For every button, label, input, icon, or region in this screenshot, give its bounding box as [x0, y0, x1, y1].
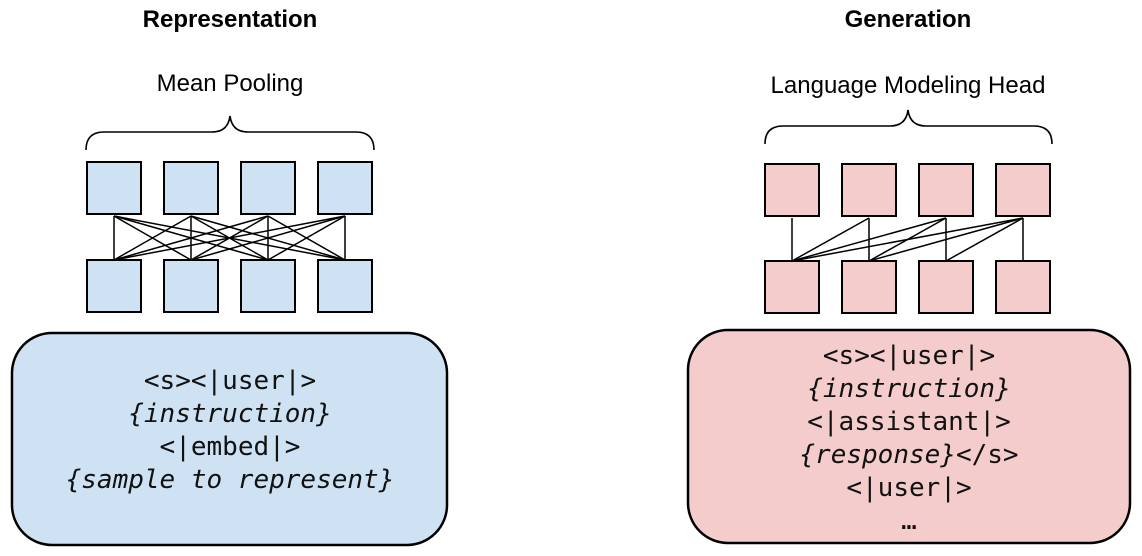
attention-edge	[791, 217, 870, 262]
prompt-line-segment: {sample to represent}	[66, 465, 395, 495]
output-token-box	[995, 163, 1051, 217]
prompt-line-segment: {response}	[799, 440, 956, 470]
attention-edge	[113, 215, 269, 261]
attention-edge	[945, 217, 1024, 262]
prompt-line-segment: <|user|>	[846, 473, 971, 503]
mean-pooling-label: Mean Pooling	[157, 70, 304, 97]
prompt-line-segment: <s><|user|>	[144, 366, 316, 396]
lm-head-label: Language Modeling Head	[771, 72, 1046, 99]
output-token-box	[240, 161, 296, 215]
generation-prompt-box	[686, 328, 1132, 545]
prompt-line-segment: <|assistant|>	[807, 407, 1011, 437]
input-token-box	[163, 259, 219, 313]
attention-edge	[868, 217, 1024, 262]
attention-edge	[267, 215, 346, 261]
generation-prompt-template: <s><|user|>{instruction}<|assistant|>{re…	[799, 341, 1018, 536]
input-token-box	[240, 259, 296, 313]
prompt-line-segment: {instruction}	[807, 374, 1011, 404]
attention-edge	[113, 215, 192, 261]
attention-edge	[190, 215, 346, 261]
representation-panel: Representation Mean Pooling <s><|user|>{…	[10, 6, 449, 547]
output-token-box	[86, 161, 142, 215]
attention-edge	[113, 215, 346, 261]
representation-prompt-template: <s><|user|>{instruction}<|embed|>{sample…	[66, 366, 395, 495]
prompt-line-segment: <|embed|>	[160, 432, 301, 462]
output-token-box	[918, 163, 974, 217]
right-brace	[764, 109, 1053, 145]
prompt-line-segment: <s><|user|>	[823, 341, 995, 371]
input-token-box	[764, 260, 820, 314]
output-token-box	[163, 161, 219, 215]
input-token-box	[86, 259, 142, 313]
input-token-box	[995, 260, 1051, 314]
output-token-box	[841, 163, 897, 217]
representation-prompt-box	[10, 331, 449, 547]
generation-panel: Generation Language Modeling Head <s><|u…	[686, 6, 1132, 545]
attention-edge	[791, 217, 947, 262]
output-token-box	[764, 163, 820, 217]
prompt-line-segment: {instruction}	[128, 399, 332, 429]
left-brace	[85, 115, 375, 151]
prompt-line-segment: </s>	[956, 440, 1019, 470]
output-token-box	[317, 161, 373, 215]
causal-attention-network	[764, 163, 1051, 314]
input-token-box	[317, 259, 373, 313]
prompt-line-segment: …	[901, 506, 917, 536]
bidirectional-attention-network	[86, 161, 373, 313]
representation-title: Representation	[143, 6, 318, 33]
input-token-box	[918, 260, 974, 314]
input-token-box	[841, 260, 897, 314]
generation-title: Generation	[845, 6, 972, 33]
attention-edge	[791, 217, 1024, 262]
